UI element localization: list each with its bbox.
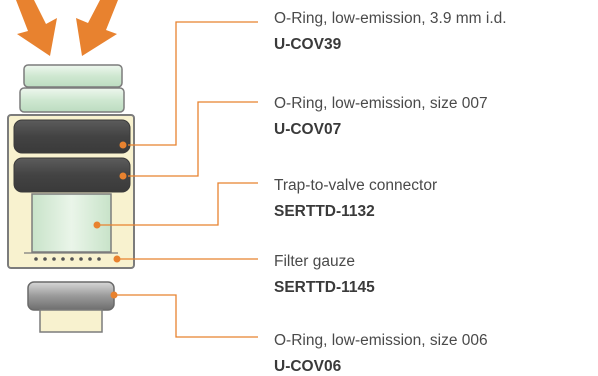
component-name: O-Ring, low-emission, size 007 — [274, 95, 488, 112]
leader-dot-4 — [113, 255, 121, 263]
component-code: SERTTD-1132 — [274, 203, 375, 220]
dark-oring-upper — [13, 119, 131, 154]
component-code: U-COV07 — [274, 121, 342, 138]
leader-line-3 — [97, 182, 258, 226]
top-green-oring-upper — [23, 64, 123, 88]
flow-arrow-right-icon — [76, 0, 118, 56]
leader-dot-3 — [93, 221, 101, 229]
leader-line-1 — [128, 21, 258, 146]
component-name: Trap-to-valve connector — [274, 177, 438, 194]
callout-oring-size-006: O-Ring, low-emission, size 006 U-COV06 — [274, 331, 488, 376]
component-name: O-Ring, low-emission, 3.9 mm i.d. — [274, 10, 507, 27]
component-code: U-COV39 — [274, 36, 342, 53]
bottom-grey-oring — [27, 281, 115, 311]
leader-dot-2 — [119, 172, 127, 180]
top-green-oring-lower — [19, 87, 125, 113]
component-name: Filter gauze — [274, 253, 355, 270]
leader-lines — [97, 21, 258, 338]
leader-dots — [93, 141, 127, 299]
callout-trap-to-valve-connector: Trap-to-valve connector SERTTD-1132 — [274, 176, 437, 222]
dark-oring-lower — [13, 157, 131, 193]
leader-line-5 — [114, 294, 258, 338]
flow-arrow-left-icon — [16, 0, 57, 56]
callout-filter-gauze: Filter gauze SERTTD-1145 — [274, 252, 375, 298]
component-code: U-COV06 — [274, 358, 342, 375]
leader-line-2 — [128, 101, 258, 177]
filter-gauze-dots — [34, 257, 101, 261]
leader-dot-5 — [110, 291, 118, 299]
component-name: O-Ring, low-emission, size 006 — [274, 332, 488, 349]
leader-dot-1 — [119, 141, 127, 149]
component-code: SERTTD-1145 — [274, 279, 375, 296]
callout-oring-3-9mm: O-Ring, low-emission, 3.9 mm i.d. U-COV3… — [274, 9, 507, 55]
bottom-stub — [39, 309, 103, 333]
callout-oring-size-007: O-Ring, low-emission, size 007 U-COV07 — [274, 94, 488, 140]
